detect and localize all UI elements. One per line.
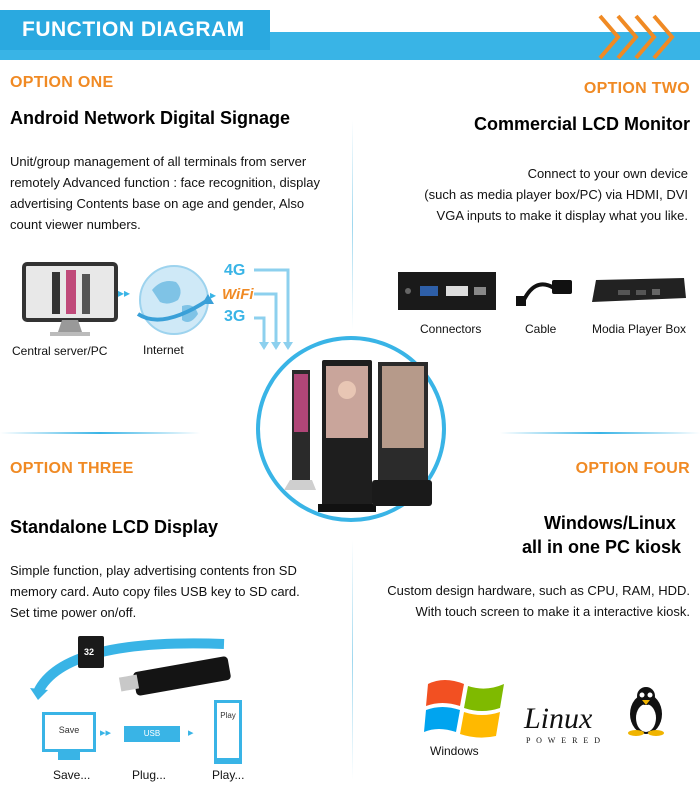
linux-powered-label: P O W E R E D <box>526 736 603 745</box>
option-four-title-line2: all in one PC kiosk <box>522 537 682 557</box>
play-kiosk-base <box>214 758 242 764</box>
cable-label: Cable <box>525 322 557 336</box>
server-monitor-icon <box>22 262 118 338</box>
tux-penguin-icon <box>624 684 668 736</box>
desc-line: Simple function, play advertising conten… <box>10 563 297 578</box>
option-two-title: Commercial LCD Monitor <box>473 114 690 134</box>
desc-line: Unit/group management of all terminals f… <box>10 154 307 169</box>
desc-line: VGA inputs to make it display what you l… <box>436 208 688 223</box>
arrow-right-icon: ▸▸ <box>100 727 112 739</box>
vertical-divider-bottom <box>352 540 353 780</box>
kiosk-showcase-circle <box>256 336 446 522</box>
media-player-box-image <box>588 276 688 306</box>
save-screen-text: Save <box>58 725 80 735</box>
banner-title-box <box>0 10 270 50</box>
option-two-label: OPTION TWO <box>583 80 690 97</box>
option-two-description: Connect to your own device (such as medi… <box>358 163 688 226</box>
desc-line: Set time power on/off. <box>10 605 137 620</box>
media-player-box-label: Modia Player Box <box>592 322 687 336</box>
arrow-right-icon: ▸ <box>188 727 194 739</box>
desc-line: Connect to your own device <box>527 166 688 181</box>
windows-label: Windows <box>430 744 479 758</box>
windows-logo-icon <box>424 672 508 742</box>
desc-line: memory card. Auto copy files USB key to … <box>10 584 300 599</box>
connection-arrows-icon <box>206 262 296 352</box>
step-play-label: Play... <box>212 768 245 782</box>
connectors-label: Connectors <box>420 322 482 336</box>
internet-label: Internet <box>143 343 184 357</box>
linux-wordmark: Linux <box>524 702 593 735</box>
desc-line: With touch screen to make it a interacti… <box>415 604 690 619</box>
step-save-label: Save... <box>53 768 91 782</box>
sd-card-label: 32 <box>84 647 95 657</box>
desc-line: (such as media player box/PC) via HDMI, … <box>424 187 688 202</box>
play-screen-text: Play <box>220 711 236 720</box>
option-four-title-line1: Windows/Linux <box>544 513 676 533</box>
option-three-description: Simple function, play advertising conten… <box>10 560 340 623</box>
arrow-right-icon: ▸▸ <box>118 286 131 300</box>
option-three-title: Standalone LCD Display <box>10 517 219 537</box>
connectors-image <box>398 272 496 310</box>
option-one-label: OPTION ONE <box>10 74 114 91</box>
option-one-description: Unit/group management of all terminals f… <box>10 151 340 235</box>
header-banner: FUNCTION DIAGRAM <box>0 10 700 60</box>
save-screen-stand <box>58 752 80 760</box>
internet-globe-icon <box>132 260 216 340</box>
play-kiosk: Play <box>214 700 242 762</box>
horizontal-divider-left <box>0 432 200 434</box>
desc-line: count viewer numbers. <box>10 217 141 232</box>
option-one-title: Android Network Digital Signage <box>10 108 291 128</box>
kiosk-products-icon <box>284 360 432 512</box>
network-3g-label: 3G <box>224 308 246 325</box>
arrow-right-icon: ▸ <box>210 288 217 302</box>
network-4g-label: 4G <box>224 262 246 279</box>
option-three-label: OPTION THREE <box>10 460 134 477</box>
desc-line: advertising Contents base on age and gen… <box>10 196 305 211</box>
desc-line: Custom design hardware, such as CPU, RAM… <box>387 583 690 598</box>
horizontal-divider-right <box>500 432 700 434</box>
option-four-label: OPTION FOUR <box>575 460 690 477</box>
save-screen: Save <box>42 712 96 752</box>
chevron-decoration-icon <box>596 14 696 60</box>
desc-line: remotely Advanced function : face recogn… <box>10 175 321 190</box>
usb-stick: USB <box>124 726 180 742</box>
cable-image <box>514 274 574 308</box>
usb-sd-transfer-icon <box>24 632 284 702</box>
central-server-label: Central server/PC <box>12 344 108 358</box>
banner-title: FUNCTION DIAGRAM <box>22 18 245 41</box>
step-plug-label: Plug... <box>132 768 167 782</box>
option-four-description: Custom design hardware, such as CPU, RAM… <box>350 580 690 622</box>
vertical-divider-top <box>352 120 353 330</box>
network-wifi-label: WiFi <box>222 286 254 303</box>
